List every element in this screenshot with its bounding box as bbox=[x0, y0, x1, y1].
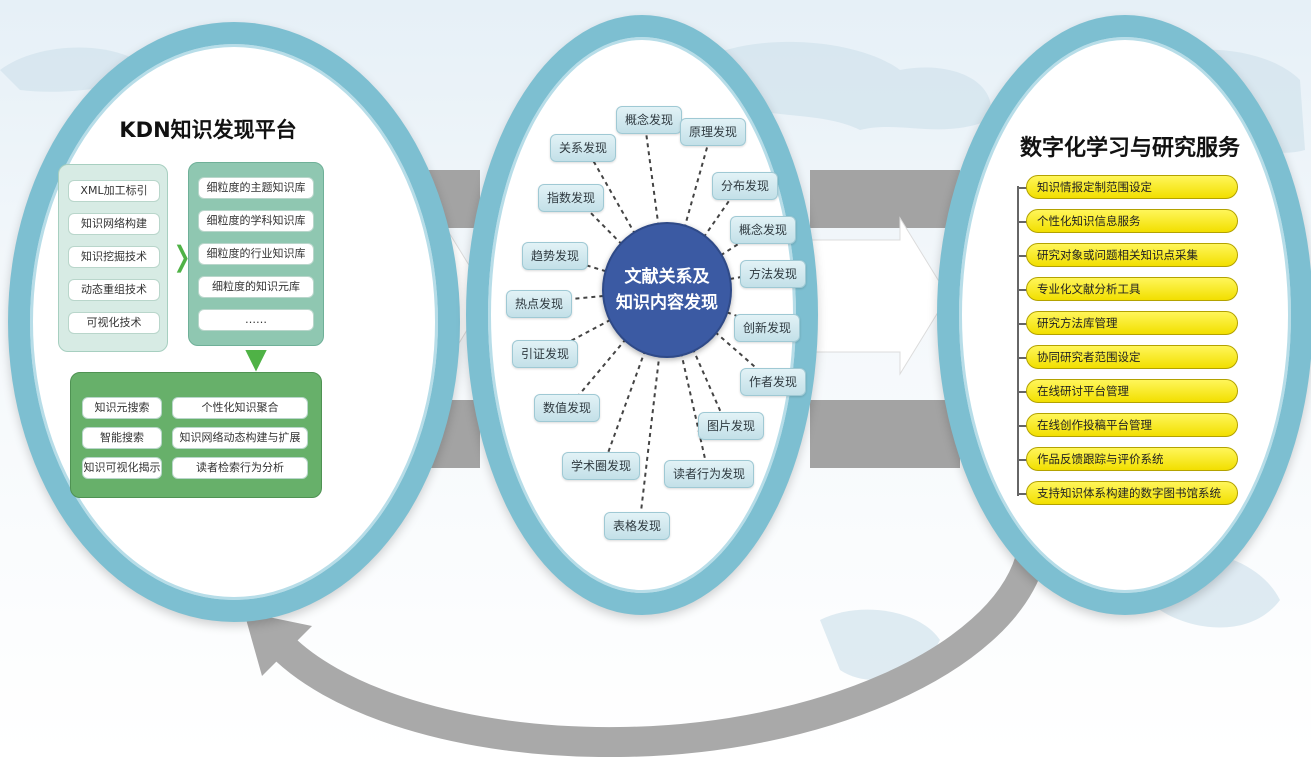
band-top-right bbox=[810, 170, 960, 228]
discovery-node: 读者行为发现 bbox=[664, 460, 755, 488]
discovery-node: 关系发现 bbox=[550, 134, 617, 162]
feature-item: 智能搜索 bbox=[82, 427, 162, 449]
discovery-node: 作者发现 bbox=[740, 368, 807, 396]
discovery-node: 概念发现 bbox=[730, 216, 797, 244]
arrow-down-icon: ▼ bbox=[245, 341, 267, 375]
hub-line: 知识内容发现 bbox=[616, 293, 718, 313]
service-tick bbox=[1017, 493, 1027, 495]
feature-item: 读者检索行为分析 bbox=[172, 457, 308, 479]
tech-item: 知识挖掘技术 bbox=[68, 246, 160, 268]
service-item: 个性化知识信息服务 bbox=[1026, 209, 1238, 233]
tech-item: 可视化技术 bbox=[68, 312, 160, 334]
service-tick bbox=[1017, 425, 1027, 427]
tech-item: XML加工标引 bbox=[68, 180, 160, 202]
library-item: 细粒度的行业知识库 bbox=[198, 243, 314, 265]
discovery-node: 原理发现 bbox=[680, 118, 747, 146]
feature-item: 知识网络动态构建与扩展 bbox=[172, 427, 308, 449]
discovery-node: 引证发现 bbox=[512, 340, 579, 368]
discovery-node: 热点发现 bbox=[506, 290, 573, 318]
service-tick bbox=[1017, 391, 1027, 393]
tech-item: 动态重组技术 bbox=[68, 279, 160, 301]
service-tick bbox=[1017, 221, 1027, 223]
service-item: 支持知识体系构建的数字图书馆系统 bbox=[1026, 481, 1238, 505]
discovery-node: 学术圈发现 bbox=[562, 452, 641, 480]
feature-item: 个性化知识聚合 bbox=[172, 397, 308, 419]
discovery-node: 图片发现 bbox=[698, 412, 765, 440]
band-bottom-right bbox=[810, 400, 960, 468]
service-tick bbox=[1017, 323, 1027, 325]
service-item: 研究对象或问题相关知识点采集 bbox=[1026, 243, 1238, 267]
service-tick bbox=[1017, 187, 1027, 189]
service-tick bbox=[1017, 357, 1027, 359]
feature-item: 知识元搜索 bbox=[82, 397, 162, 419]
library-item: …… bbox=[198, 309, 314, 331]
service-list-spine bbox=[1017, 186, 1025, 496]
service-item: 知识情报定制范围设定 bbox=[1026, 175, 1238, 199]
service-tick bbox=[1017, 459, 1027, 461]
service-item: 协同研究者范围设定 bbox=[1026, 345, 1238, 369]
return-arrow-head bbox=[244, 612, 312, 676]
discovery-node: 创新发现 bbox=[734, 314, 801, 342]
return-arrow-icon bbox=[264, 555, 1045, 757]
discovery-node: 方法发现 bbox=[740, 260, 807, 288]
arrow-right-icon bbox=[811, 216, 949, 376]
library-item: 细粒度的学科知识库 bbox=[198, 210, 314, 232]
arrow-right-icon: ❭ bbox=[170, 239, 194, 273]
feature-item: 知识可视化揭示 bbox=[82, 457, 162, 479]
service-tick bbox=[1017, 255, 1027, 257]
discovery-node: 分布发现 bbox=[712, 172, 779, 200]
service-item: 在线创作投稿平台管理 bbox=[1026, 413, 1238, 437]
discovery-hub: 文献关系及 知识内容发现 bbox=[602, 222, 732, 358]
discovery-node: 指数发现 bbox=[538, 184, 605, 212]
service-item: 研究方法库管理 bbox=[1026, 311, 1238, 335]
discovery-node: 概念发现 bbox=[616, 106, 683, 134]
service-tick bbox=[1017, 289, 1027, 291]
library-item: 细粒度的知识元库 bbox=[198, 276, 314, 298]
kdn-title: KDN知识发现平台 bbox=[119, 118, 297, 142]
service-title: 数字化学习与研究服务 bbox=[1019, 136, 1240, 161]
service-item: 作品反馈跟踪与评价系统 bbox=[1026, 447, 1238, 471]
discovery-node: 数值发现 bbox=[534, 394, 601, 422]
service-item: 在线研讨平台管理 bbox=[1026, 379, 1238, 403]
library-item: 细粒度的主题知识库 bbox=[198, 177, 314, 199]
discovery-node: 趋势发现 bbox=[522, 242, 589, 270]
discovery-node: 表格发现 bbox=[604, 512, 671, 540]
service-item: 专业化文献分析工具 bbox=[1026, 277, 1238, 301]
hub-line: 文献关系及 bbox=[624, 267, 710, 287]
tech-item: 知识网络构建 bbox=[68, 213, 160, 235]
